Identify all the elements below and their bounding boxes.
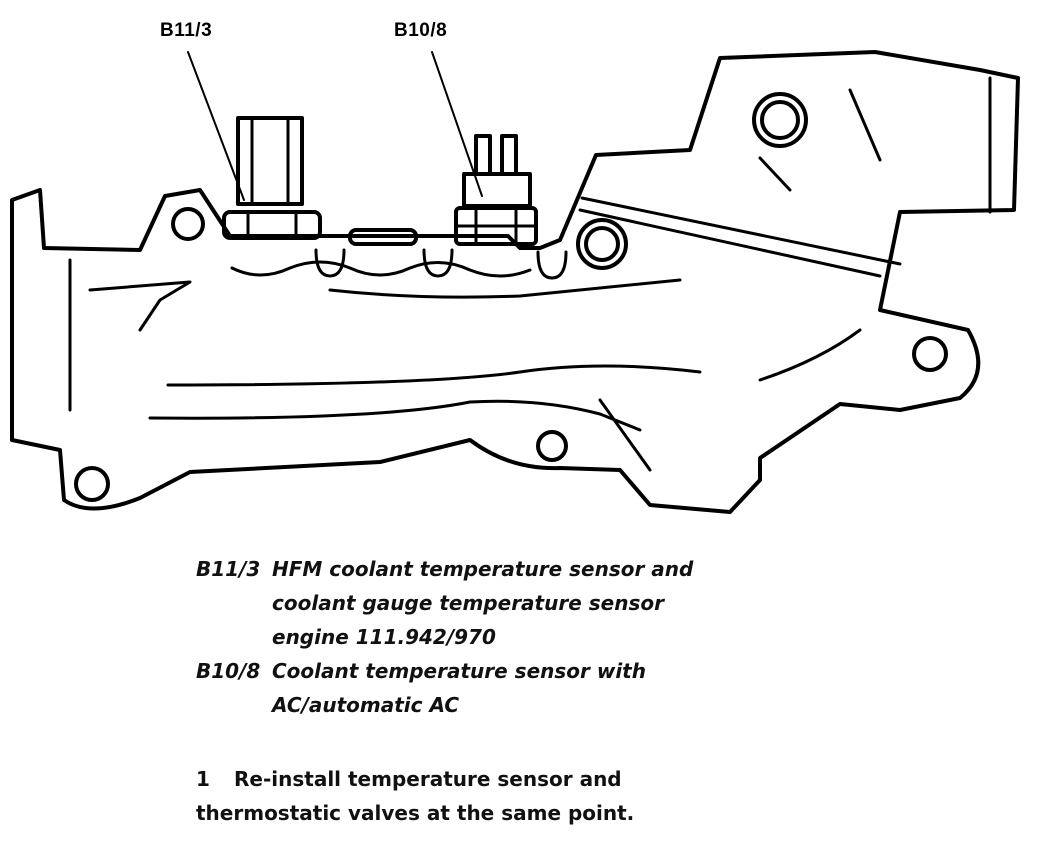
legend-description-line: coolant gauge temperature sensor (272, 591, 664, 615)
legend-description-line: engine 111.942/970 (272, 625, 496, 649)
mounting-hole-top-right (752, 92, 808, 148)
legend-description: Coolant temperature sensor with AC/autom… (272, 654, 646, 722)
outlet-flange-lines (758, 76, 992, 214)
legend-entry-b10-8: B10/8 Coolant temperature sensor with AC… (196, 654, 756, 722)
callout-label-b10-8: B10/8 (394, 20, 448, 41)
note-line: 1 Re-install temperature sensor and (196, 762, 756, 796)
casting-seam (578, 196, 902, 278)
mounting-hole-left-ear (171, 207, 205, 241)
legend-description-line: AC/automatic AC (272, 693, 459, 717)
port-cup-1 (314, 248, 346, 278)
inner-contour-channel (166, 364, 702, 387)
legend-code: B11/3 (196, 557, 261, 581)
wavy-port-edge (230, 260, 682, 299)
coolant-housing-drawing (10, 50, 1020, 514)
note-number: 1 (196, 767, 210, 791)
blanking-plug (348, 228, 418, 246)
callout-label-b11-3: B11/3 (160, 20, 213, 41)
inner-contour-lower (148, 399, 642, 432)
housing-outline (10, 50, 1020, 514)
sensor-b11-3-body (236, 116, 304, 206)
mounting-hole-top-right-inner (760, 100, 800, 140)
sensor-b10-8-pin-left (474, 134, 492, 176)
mounting-hole-center-inner (584, 226, 620, 262)
note-text: Re-install temperature sensor and (234, 767, 622, 791)
sensor-b10-8-nut-flats (454, 206, 538, 246)
legend-description: HFM coolant temperature sensor and coola… (272, 552, 693, 654)
mounting-hole-center (576, 218, 628, 270)
instruction-note: 1 Re-install temperature sensor and therm… (196, 762, 756, 830)
sensor-b11-3-ribs (250, 116, 290, 206)
leader-line-b10-8 (431, 51, 483, 197)
note-line: thermostatic valves at the same point. (196, 801, 635, 825)
sensor-b11-3-nut-flats (246, 210, 298, 240)
mounting-hole-right (912, 336, 948, 372)
leader-line-b11-3 (187, 51, 245, 201)
legend-description-line: Coolant temperature sensor with (272, 659, 646, 683)
legend: B11/3 HFM coolant temperature sensor and… (196, 552, 756, 722)
legend-entry-b11-3: B11/3 HFM coolant temperature sensor and… (196, 552, 756, 654)
legend-code: B10/8 (196, 659, 261, 683)
mounting-hole-bottom-mid (536, 430, 568, 462)
mounting-hole-bottom-left (74, 466, 110, 502)
sensor-b10-8-pin-right (500, 134, 518, 176)
inner-contour-upper (68, 258, 192, 412)
sensor-b11-3-hex-nut (222, 210, 322, 240)
port-cup-2 (422, 248, 454, 278)
port-cup-3 (536, 250, 568, 280)
sensor-b10-8-body (462, 172, 532, 208)
outlet-neck (598, 328, 862, 472)
legend-description-line: HFM coolant temperature sensor and (272, 557, 694, 581)
